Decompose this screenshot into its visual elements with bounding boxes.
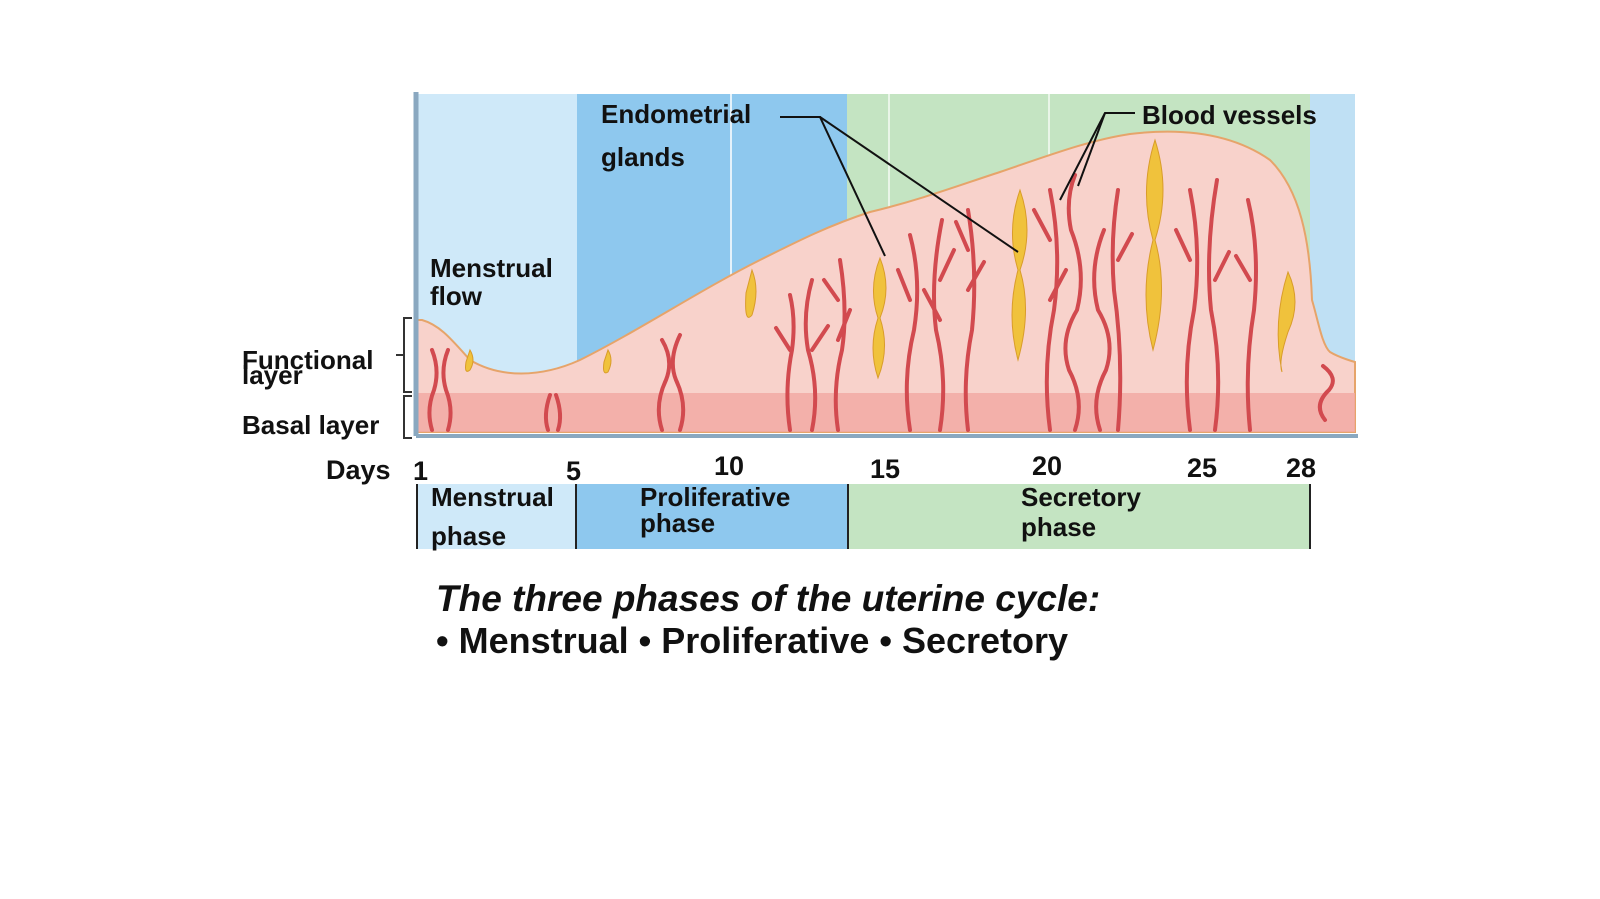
endometrial-glands [465,138,1296,380]
menstrual-phase-box [416,484,576,549]
caption-item-secretory: Secretory [901,620,1069,661]
menstrual-phase-label-line2: phase [431,521,506,551]
days-axis-title: Days [326,455,391,485]
basal-layer-label: Basal layer [242,410,379,440]
leader-lines [780,112,1135,257]
phase-dividers [416,484,1311,549]
proliferative-phase-box [576,484,848,549]
menstrual-flow-label-line2: flow [430,281,483,311]
caption: The three phases of the uterine cycle: •… [436,578,1336,662]
day-tick: 25 [1187,453,1217,483]
day-tick: 5 [566,456,581,486]
proliferative-phase-label: Proliferative [640,482,790,512]
proliferative-phase-label-line2: phase [640,508,715,538]
layer-brackets [396,317,412,439]
secretory-phase-label: Secretory [1021,482,1141,512]
blood-vessels [427,173,1335,432]
day-tick: 10 [714,451,744,481]
endometrial-glands-label: Endometrial [601,99,751,129]
caption-bullet: • [436,620,459,661]
day-tick: 1 [413,456,428,486]
secretory-phase-label-line2: phase [1021,512,1096,542]
functional-layer-label: Functional [242,345,373,375]
caption-bullet: • [869,620,902,661]
blood-vessels-label: Blood vessels [1142,100,1317,130]
caption-title: The three phases of the uterine cycle: [436,578,1101,619]
functional-layer-label-line2: layer [242,360,303,390]
day-tick: 15 [870,454,900,484]
caption-bullet: • [628,620,662,661]
secretory-phase-box [848,484,1310,549]
caption-item-menstrual: Menstrual [458,620,629,661]
menstrual-phase-label: Menstrual [431,482,554,512]
endometrial-glands-label-line2: glands [601,142,685,172]
caption-phase-list: • Menstrual • Proliferative • Secretory [436,620,1336,662]
caption-item-proliferative: Proliferative [661,620,870,661]
day-tick: 20 [1032,451,1062,481]
day-tick: 28 [1286,453,1316,483]
menstrual-flow-label: Menstrual [430,253,553,283]
basal-layer-band [416,393,1355,432]
